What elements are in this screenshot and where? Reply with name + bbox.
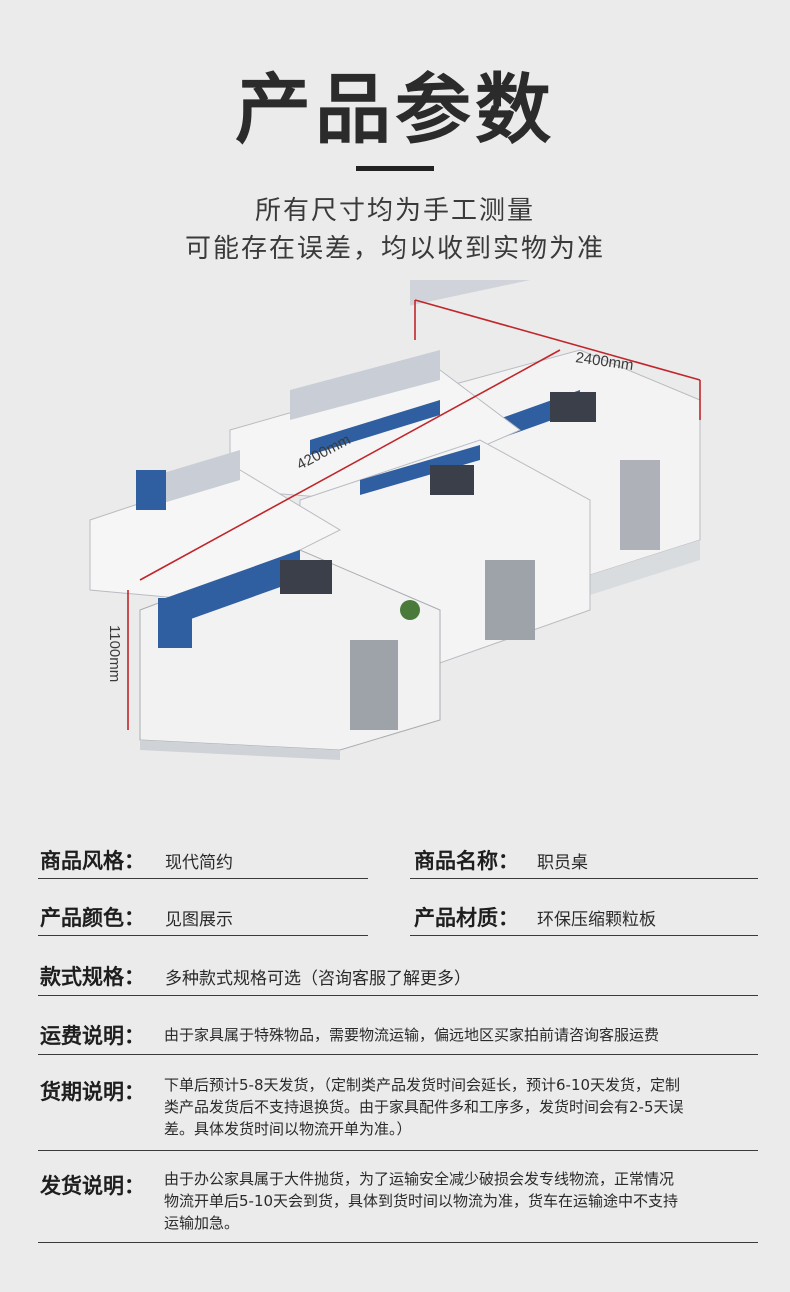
delivery-line: 运输加急。 [164,1214,240,1232]
lead-time-line: 类产品发货后不支持退换货。由于家具配件多和工序多，发货时间会有2-5天误 [164,1098,684,1116]
divider [38,935,368,936]
style-value: 现代简约 [165,853,233,873]
divider [38,878,368,879]
color-value: 见图展示 [165,910,233,930]
page-title: 产品参数 [235,65,555,154]
lead-time-text: 下单后预计5-8天发货，（定制类产品发货时间会延长，预计6-10天发货，定制 类… [164,1074,754,1140]
shipping-fee-label: 运费说明： [40,1024,145,1048]
style-label: 商品风格： [40,849,145,873]
subtitle-line-2: 可能存在误差，均以收到实物为准 [184,234,605,264]
lead-time-line: 差。具体发货时间以物流开单为准。） [164,1120,412,1138]
lead-time-line: 下单后预计5-8天发货，（定制类产品发货时间会延长，预计6-10天发货，定制 [164,1076,681,1094]
workstation-middle-left [89,450,342,601]
variants-value: 多种款式规格可选（咨询客服了解更多） [165,969,471,989]
plant-icon [400,600,420,620]
divider [410,878,758,879]
product-name-label: 商品名称： [414,849,519,873]
delivery-line: 物流开单后5-10天会到货，具体到货时间以物流为准，货车在运输途中不支持 [164,1192,679,1210]
shipping-fee-text: 由于家具属于特殊物品，需要物流运输，偏远地区买家拍前请咨询客服运费 [164,1026,660,1044]
variants-label: 款式规格： [40,965,145,989]
workstation-illustration: 2400mm 4200mm 1100mm [89,280,710,760]
lead-time-label: 货期说明： [40,1080,145,1104]
subtitle-line-1: 所有尺寸均为手工测量 [254,196,535,226]
material-label: 产品材质： [414,906,519,930]
divider [38,1054,758,1055]
divider [38,995,758,996]
material-value: 环保压缩颗粒板 [537,910,656,930]
dimension-height-label: 1100mm [106,625,123,682]
product-name-value: 职员桌 [537,853,588,873]
color-label: 产品颜色： [40,906,145,930]
divider [38,1150,758,1151]
dimension-lines [127,299,701,730]
delivery-label: 发货说明： [40,1174,145,1198]
delivery-line: 由于办公家具属于大件抛货，为了运输安全减少破损会发专线物流，正常情况 [164,1170,675,1188]
divider [38,1242,758,1243]
delivery-text: 由于办公家具属于大件抛货，为了运输安全减少破损会发专线物流，正常情况 物流开单后… [164,1168,754,1234]
laptop-icon [550,392,596,422]
workstation-front [139,549,441,760]
laptop-icon [430,465,474,495]
title-underline [356,166,434,171]
divider [410,935,758,936]
laptop-icon [280,560,332,594]
